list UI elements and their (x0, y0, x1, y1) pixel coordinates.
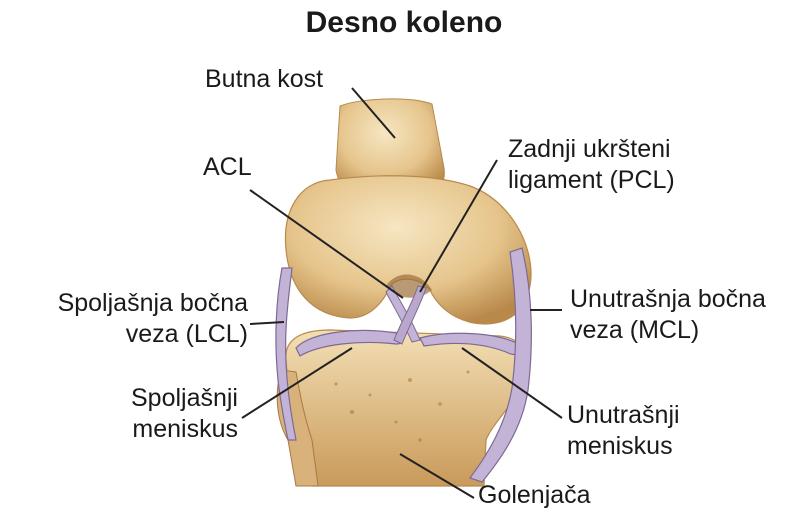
label-lateral-meniscus-line1: Spoljašnji (131, 383, 238, 414)
label-lateral-meniscus-line2: meniskus (131, 414, 238, 445)
label-femur: Butna kost (205, 64, 323, 95)
label-medial-meniscus: Unutrašnji meniskus (567, 400, 680, 462)
label-mcl-line1: Unutrašnja bočna (570, 284, 766, 315)
label-lateral-meniscus: Spoljašnji meniskus (131, 383, 238, 445)
label-lcl: Spoljašnja bočna veza (LCL) (58, 288, 248, 350)
label-lcl-line2: veza (LCL) (58, 319, 248, 350)
label-tibia: Golenjača (478, 480, 591, 511)
label-mcl: Unutrašnja bočna veza (MCL) (570, 284, 766, 346)
label-mcl-line2: veza (MCL) (570, 315, 766, 346)
label-pcl-line1: Zadnji ukršteni (508, 134, 675, 165)
label-pcl: Zadnji ukršteni ligament (PCL) (508, 134, 675, 196)
label-acl: ACL (203, 152, 252, 183)
label-lcl-line1: Spoljašnja bočna (58, 288, 248, 319)
label-pcl-line2: ligament (PCL) (508, 165, 675, 196)
femur-condyles (285, 176, 530, 324)
diagram-title: Desno koleno (0, 6, 808, 40)
label-medial-meniscus-line2: meniskus (567, 431, 680, 462)
label-medial-meniscus-line1: Unutrašnji (567, 400, 680, 431)
